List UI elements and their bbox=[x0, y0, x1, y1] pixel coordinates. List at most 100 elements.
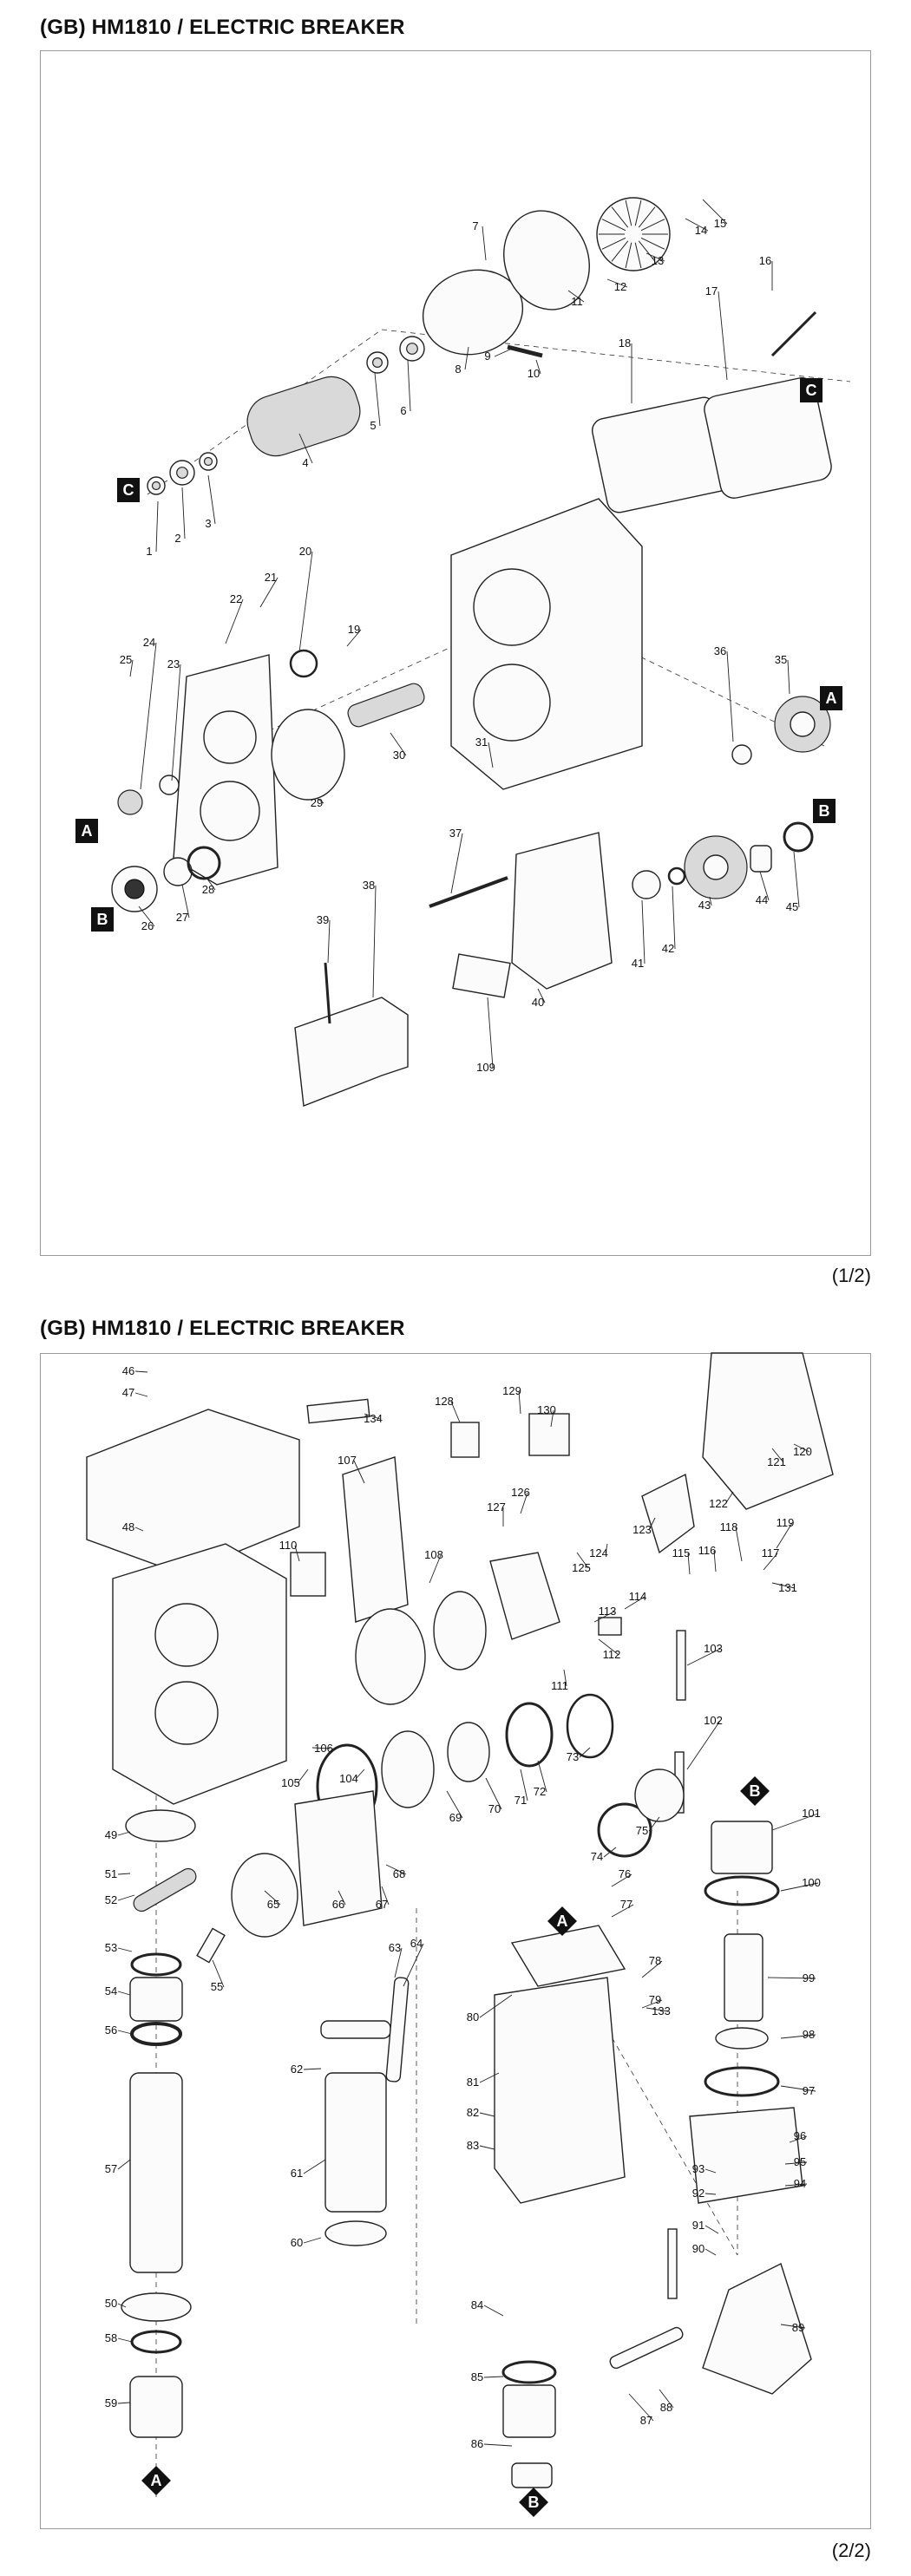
leader-line-68 bbox=[385, 1864, 407, 1875]
bolt-shape bbox=[324, 962, 331, 1024]
part-callout-100: 100 bbox=[802, 1876, 821, 1889]
cylinder-shape bbox=[129, 2072, 183, 2273]
leader-line-130 bbox=[550, 1409, 554, 1428]
part-callout-18: 18 bbox=[619, 337, 631, 350]
part-callout-93: 93 bbox=[692, 2162, 705, 2175]
part-callout-25: 25 bbox=[120, 653, 132, 666]
marker-a-left-letter: A bbox=[82, 822, 93, 840]
fan-blade bbox=[601, 237, 626, 250]
rod-shape bbox=[667, 2228, 678, 2299]
leader-line-50 bbox=[117, 2303, 127, 2308]
part-callout-91: 91 bbox=[692, 2219, 705, 2232]
ball-bearing-bore bbox=[124, 879, 145, 899]
bushing-shape bbox=[511, 2462, 553, 2488]
leader-line-51 bbox=[117, 1873, 131, 1875]
marker-a-mid-letter: A bbox=[557, 1912, 568, 1930]
leader-line-73 bbox=[579, 1747, 591, 1758]
leader-line-61 bbox=[303, 2159, 326, 2174]
leader-line-97 bbox=[780, 2085, 816, 2092]
bearing-shape bbox=[159, 775, 180, 795]
leader-line-98 bbox=[780, 2034, 816, 2039]
fan-housing-shape bbox=[503, 210, 590, 311]
part-callout-5: 5 bbox=[370, 419, 376, 432]
leader-line-82 bbox=[479, 2112, 495, 2117]
tool-holder-shape bbox=[324, 2072, 387, 2213]
leader-line-21 bbox=[259, 577, 279, 608]
retaining-ring-shape bbox=[187, 846, 221, 880]
field-shape bbox=[704, 377, 832, 499]
leader-line-107 bbox=[353, 1460, 365, 1484]
part-callout-57: 57 bbox=[105, 2162, 117, 2175]
fan-blade bbox=[625, 199, 632, 226]
inner-housing-shape bbox=[342, 1456, 409, 1623]
part-callout-92: 92 bbox=[692, 2187, 705, 2200]
leader-line-123 bbox=[648, 1517, 656, 1531]
fan-blade bbox=[640, 219, 665, 232]
part-callout-3: 3 bbox=[205, 517, 211, 530]
leader-line-114 bbox=[624, 1596, 646, 1610]
part-callout-26: 26 bbox=[141, 919, 154, 932]
leader-line-109 bbox=[487, 997, 494, 1069]
leader-line-94 bbox=[784, 2183, 808, 2187]
part-callout-96: 96 bbox=[794, 2129, 806, 2142]
part-callout-37: 37 bbox=[449, 827, 462, 840]
part-callout-131: 131 bbox=[778, 1581, 797, 1594]
leader-line-90 bbox=[705, 2248, 717, 2256]
leader-line-69 bbox=[446, 1790, 463, 1819]
part-callout-8: 8 bbox=[455, 363, 461, 376]
marker-c-left: C bbox=[117, 478, 140, 502]
part-callout-109: 109 bbox=[476, 1061, 495, 1074]
part-callout-12: 12 bbox=[614, 280, 626, 293]
leader-line-55 bbox=[212, 1959, 225, 1988]
fan-blade bbox=[640, 237, 665, 250]
leader-line-131 bbox=[771, 1582, 796, 1589]
leader-line-26 bbox=[138, 906, 155, 927]
fan-blade bbox=[634, 199, 642, 226]
leader-line-118 bbox=[735, 1527, 743, 1562]
part-callout-101: 101 bbox=[802, 1807, 821, 1820]
gasket-shape bbox=[231, 1853, 298, 1938]
leader-line-40 bbox=[537, 988, 546, 1004]
o-ring-shape bbox=[130, 1952, 182, 1977]
leader-line-42 bbox=[672, 886, 676, 950]
part-callout-106: 106 bbox=[314, 1742, 333, 1755]
part-callout-62: 62 bbox=[291, 2063, 303, 2076]
part-callout-13: 13 bbox=[652, 254, 664, 267]
part-callout-60: 60 bbox=[291, 2236, 303, 2249]
retaining-ring-shape bbox=[566, 1693, 614, 1759]
marker-b-right: B bbox=[813, 799, 836, 823]
ring-shape bbox=[121, 2292, 192, 2322]
gear-housing-shape bbox=[173, 654, 279, 886]
part-callout-45: 45 bbox=[786, 900, 798, 913]
leader-line-56 bbox=[117, 2030, 133, 2035]
fan-blade bbox=[611, 206, 629, 228]
part-callout-70: 70 bbox=[488, 1802, 501, 1815]
part-callout-22: 22 bbox=[230, 592, 242, 605]
leader-line-22 bbox=[225, 598, 244, 644]
part-callout-20: 20 bbox=[299, 545, 311, 558]
leader-line-124 bbox=[605, 1543, 608, 1554]
marker-b-bottom: B bbox=[519, 2488, 548, 2517]
marker-b-bottom-letter: B bbox=[528, 2494, 540, 2511]
part-callout-72: 72 bbox=[534, 1785, 546, 1798]
part-callout-40: 40 bbox=[532, 996, 544, 1009]
part-callout-19: 19 bbox=[348, 623, 360, 636]
part-callout-52: 52 bbox=[105, 1893, 117, 1906]
part-callout-15: 15 bbox=[714, 217, 726, 230]
part-callout-43: 43 bbox=[698, 899, 711, 912]
fan-shape bbox=[596, 197, 671, 271]
leader-line-103 bbox=[686, 1648, 721, 1666]
marker-b-top: B bbox=[740, 1776, 770, 1806]
leader-line-72 bbox=[537, 1760, 547, 1793]
leader-line-71 bbox=[520, 1769, 528, 1801]
part-callout-74: 74 bbox=[591, 1850, 603, 1863]
part-callout-63: 63 bbox=[389, 1941, 401, 1954]
controller-shape bbox=[290, 1552, 326, 1597]
leader-line-52 bbox=[117, 1894, 135, 1901]
leader-line-60 bbox=[303, 2237, 322, 2244]
leader-line-83 bbox=[479, 2145, 495, 2150]
page-title-1: (GB) HM1810 / ELECTRIC BREAKER bbox=[40, 16, 405, 39]
bearing-box-shape bbox=[511, 832, 613, 990]
part-callout-2: 2 bbox=[174, 532, 180, 545]
